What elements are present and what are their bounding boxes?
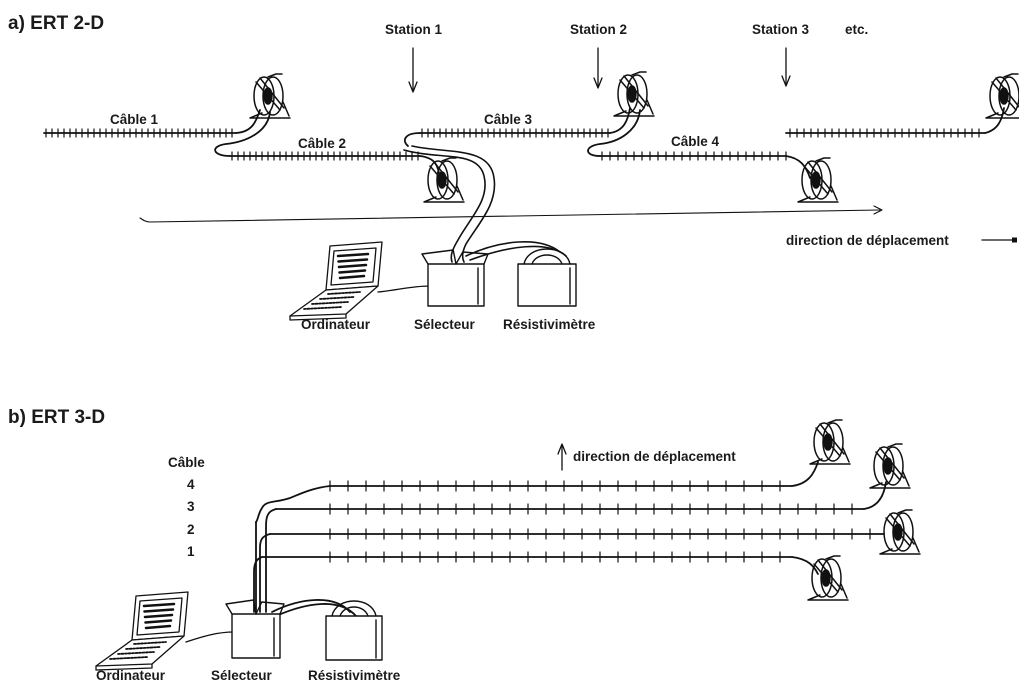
station-1-label: Station 1 [385,22,442,37]
cable-1-3d-to-reel [791,556,819,575]
cable-number-1: 1 [187,544,195,559]
reel-icon [985,73,1019,119]
panel-b-computer-label: Ordinateur [96,668,166,683]
station-arrows [408,47,791,93]
movement-line-arrowhead [873,205,883,215]
panel-a-selector-label: Sélecteur [414,317,476,332]
cable-2-loop [214,111,271,157]
meter-box-icon [325,600,383,661]
cable-3-3d-lead [265,508,277,613]
panel-b-meter-label: Résistivimètre [308,668,401,683]
panel-b-selector-label: Sélecteur [211,668,273,683]
panel-b-selector [225,599,285,659]
lead-to-meter-1 [465,241,561,257]
panel-a-selector [421,249,489,307]
cable-number-3: 3 [187,499,195,514]
panel-a-title: a) ERT 2-D [8,13,104,34]
reel-icon [797,157,839,203]
panel-a-meter [517,248,577,307]
reel-icon [869,443,911,489]
lead-2 [411,145,496,263]
panel-a-reels [249,71,1019,203]
movement-line-path [139,209,881,223]
panel-a-computer-label: Ordinateur [301,317,371,332]
panel-a: a) ERT 2-D Station 1 Station 2 Station 3… [8,13,1019,332]
panel-b-title: b) ERT 3-D [8,407,105,428]
panel-b-cables [253,461,887,617]
laptop-icon [289,241,383,321]
reel-icon [879,509,921,555]
cable-2-3d-lead [259,533,271,613]
station-2-label: Station 2 [570,22,627,37]
cable-4-to-reel [785,155,811,179]
panel-b-electrode-ticks [329,480,871,563]
reel-icon [249,73,291,119]
cable-3-start-hook [404,132,421,147]
panel-b-reels [807,419,921,601]
movement-line [139,205,883,223]
etc-label: etc. [845,22,868,37]
cable-4-loop [587,109,641,157]
station-3-arrowhead [781,75,791,87]
selector-box-icon [225,599,285,659]
panel-b-computer [95,591,235,671]
cable-header-label: Câble [168,455,205,470]
station-2-arrowhead [593,77,603,89]
reel-icon [807,555,849,601]
selector-box-icon [421,249,489,307]
cable-2-label: Câble 2 [298,136,346,151]
panel-b-direction-arrow [557,443,567,471]
station-1-arrowhead [408,81,418,93]
panel-a-direction-label: direction de déplacement [786,233,949,248]
panel-a-direction-arrow [981,237,1017,243]
reel-icon [809,419,851,465]
reel-icon [613,71,655,117]
cable-4-3d-to-reel [791,461,819,487]
cable-number-2: 2 [187,522,195,537]
station-3-label: Station 3 [752,22,809,37]
reel-icon [423,157,465,203]
cable-1-label: Câble 1 [110,112,159,127]
cable-3-to-reel [609,107,631,134]
cable-3-label: Câble 3 [484,112,533,127]
cable-1-to-reel [235,109,261,134]
panel-b-meter [325,600,383,661]
cable-4-label: Câble 4 [671,134,720,149]
panel-a-selector-leads [403,145,567,263]
panel-a-electrode-ticks [45,128,980,161]
panel-a-computer [289,241,431,321]
cable-4-3d-lead [255,485,331,523]
laptop-icon [95,591,189,671]
meter-box-icon [517,248,577,307]
cable-number-4: 4 [187,477,195,492]
selector-to-meter-3d-2 [275,603,357,617]
panel-b: b) ERT 3-D Câble 4 3 2 1 direction de dé… [8,407,921,683]
panel-b-direction-label: direction de déplacement [573,449,736,464]
panel-a-meter-label: Résistivimètre [503,317,596,332]
